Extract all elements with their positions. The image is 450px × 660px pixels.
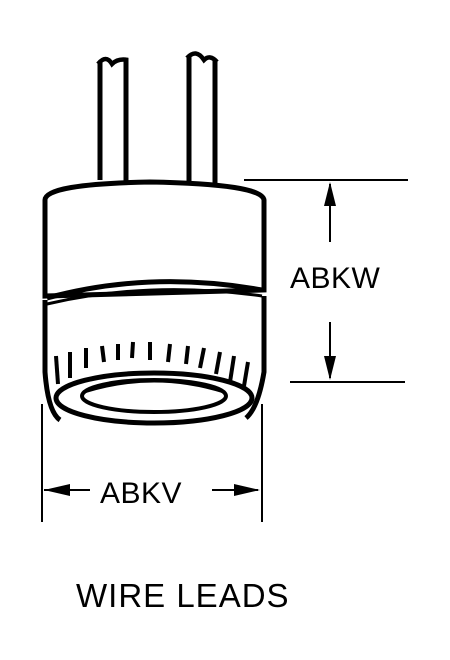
connector-skirt	[42, 296, 267, 426]
wire-lead-left	[96, 56, 129, 184]
width-dimension-label: ABKV	[100, 477, 182, 510]
connector-cap	[42, 179, 267, 306]
skirt-ribs	[54, 341, 250, 387]
figure-caption: WIRE LEADS	[76, 577, 290, 614]
height-dimension-label: ABKW	[290, 262, 381, 295]
wire-lead-right	[185, 51, 219, 184]
width-dimension	[41, 404, 263, 522]
height-dimension	[244, 179, 408, 383]
